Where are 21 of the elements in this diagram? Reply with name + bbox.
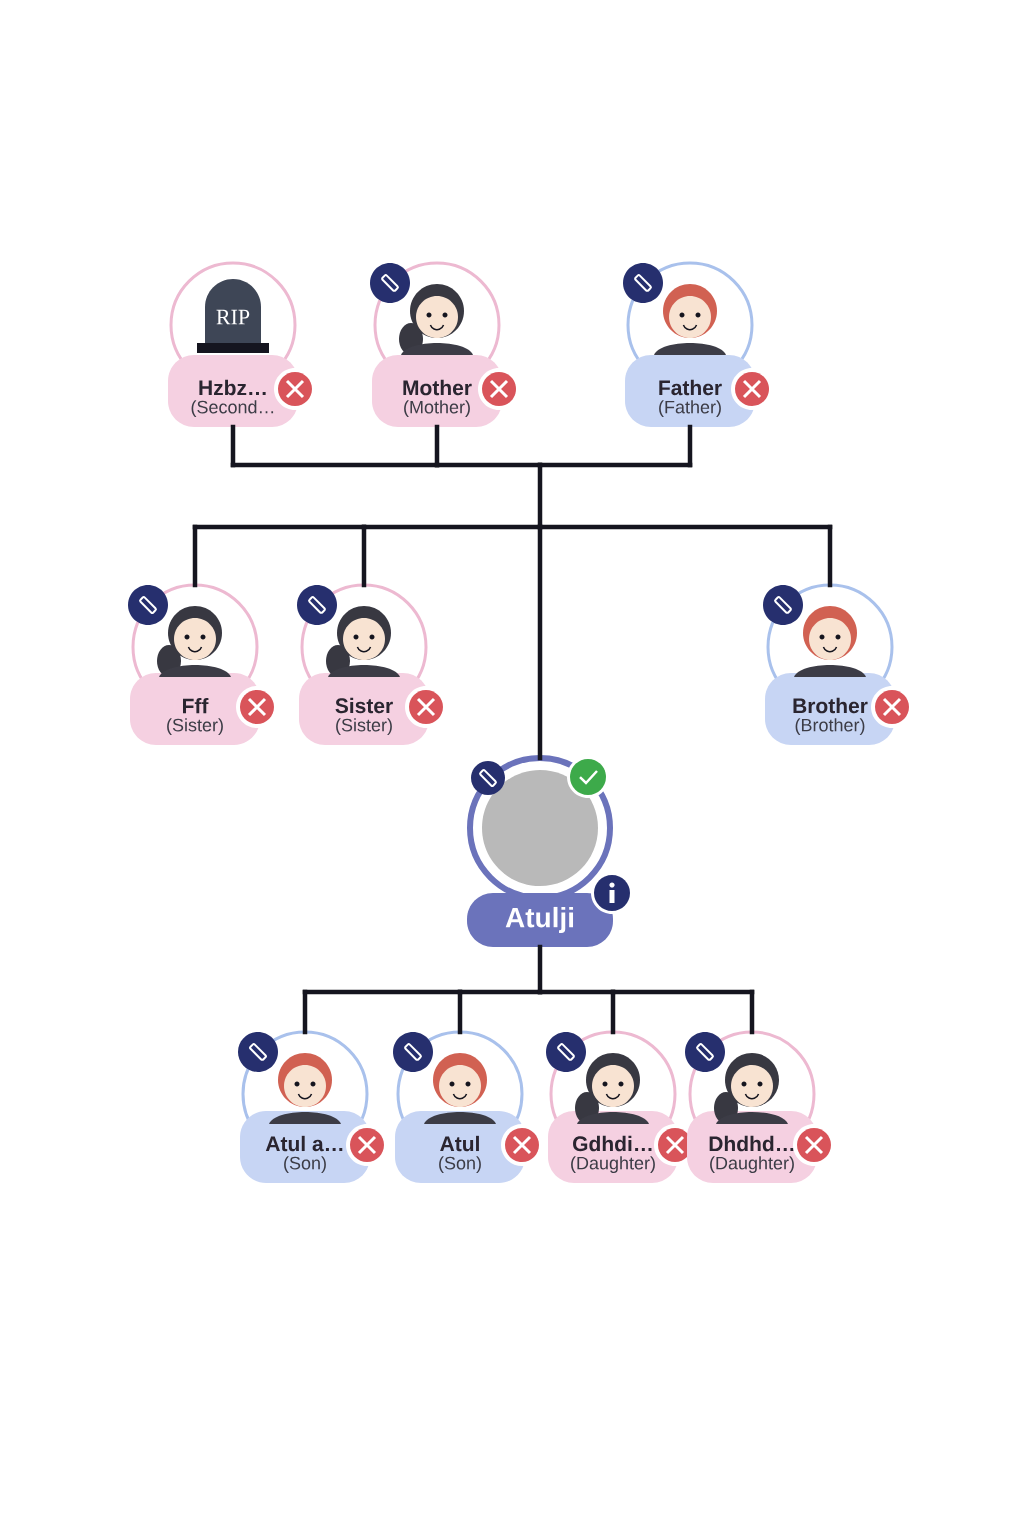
connector-line: [361, 524, 367, 588]
node-label: (Daughter): [710, 1156, 794, 1174]
connector-line: [230, 424, 236, 468]
node-label: (Mother): [404, 400, 470, 418]
node-label: (Son): [284, 1156, 326, 1174]
node-label: Atulji: [505, 906, 574, 933]
connector-line: [827, 524, 833, 588]
connector-line: [192, 524, 198, 588]
tombstone-drawing: RIP: [197, 279, 269, 353]
node-label: (Son): [439, 1156, 481, 1174]
node-label: (Sister): [167, 718, 223, 736]
connector-line: [749, 989, 755, 1035]
connector-line: [434, 424, 440, 468]
connector-line: [302, 989, 308, 1035]
node-label: (Daughter): [571, 1156, 655, 1174]
connector-line: [457, 989, 463, 1035]
node-label: (Second…: [191, 400, 274, 418]
node-label: (Sister): [336, 718, 392, 736]
node-label: (Father): [659, 400, 721, 418]
connector-line: [687, 424, 693, 468]
node-label: (Brother): [795, 718, 865, 736]
